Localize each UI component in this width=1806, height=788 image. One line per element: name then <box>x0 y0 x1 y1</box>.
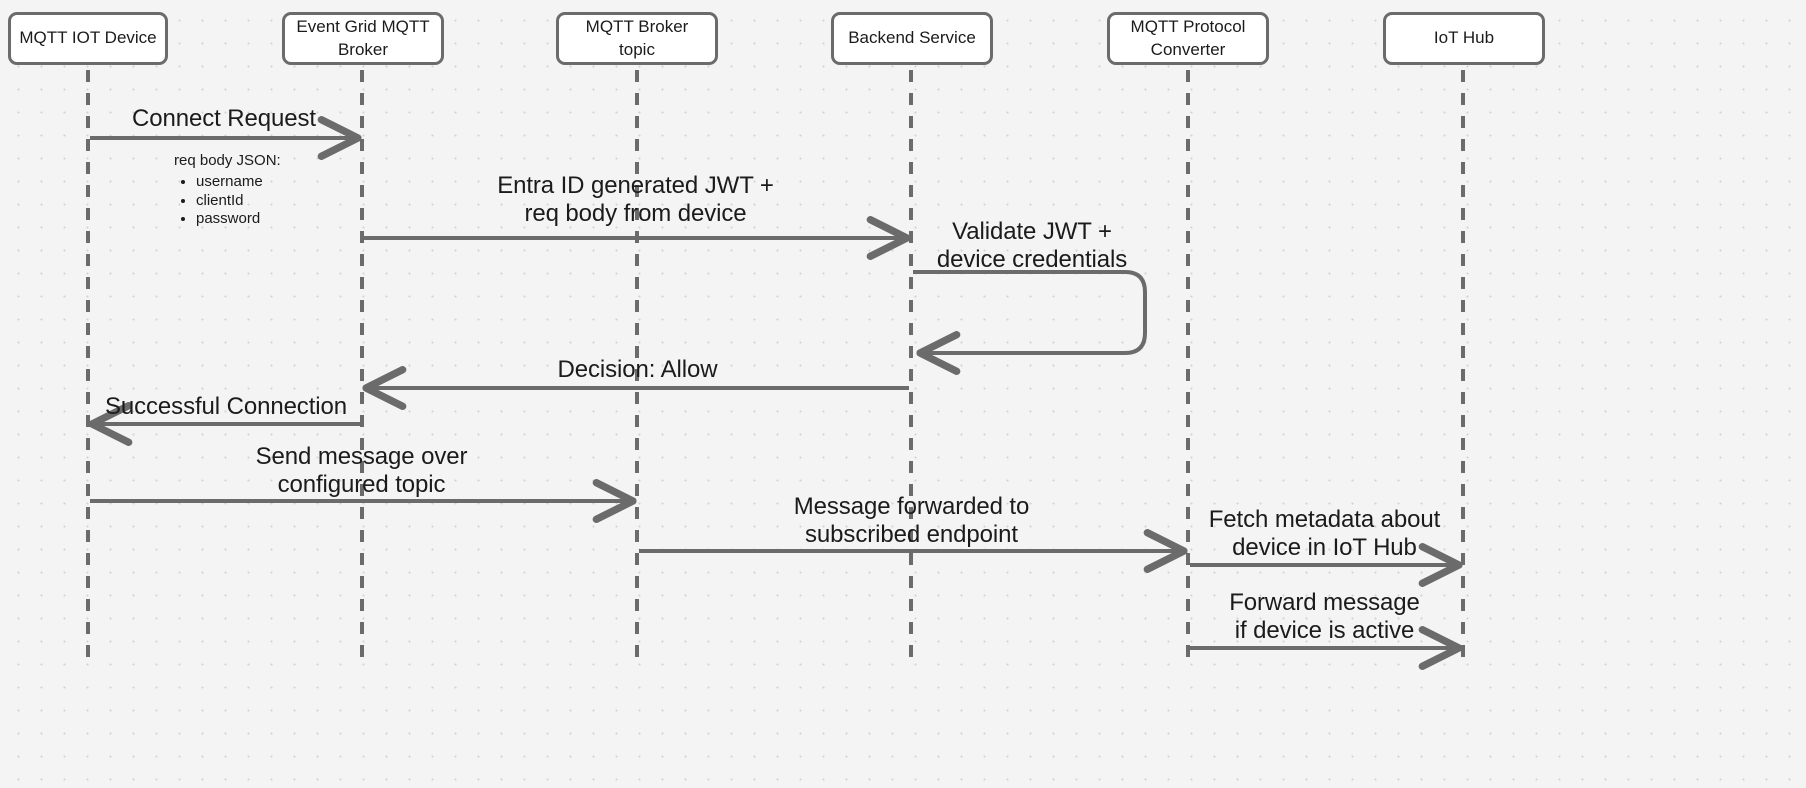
note-req-body-json: req body JSON: username clientId passwor… <box>174 152 281 229</box>
note-list-item: password <box>196 210 281 229</box>
actor-box-event-grid-mqtt-broker[interactable]: Event Grid MQTT Broker <box>282 12 444 65</box>
actor-label-mqtt-broker-topic: MQTT Broker topic <box>585 16 689 59</box>
message-label-decision-allow: Decision: Allow <box>557 356 718 383</box>
message-label-send-message-topic: Send message over configured topic <box>255 443 468 499</box>
message-label-forward-message: Forward message if device is active <box>1229 589 1420 645</box>
message-label-entra-id-jwt: Entra ID generated JWT + req body from d… <box>497 172 774 228</box>
actor-label-backend-service: Backend Service <box>848 28 976 48</box>
note-list-req-body-json: username clientId password <box>174 173 281 229</box>
note-list-item: clientId <box>196 192 281 211</box>
note-title-req-body-json: req body JSON: <box>174 152 281 169</box>
actor-box-backend-service[interactable]: Backend Service <box>831 12 993 65</box>
arrow-validate-jwt-selfloop <box>913 270 1147 375</box>
actor-box-mqtt-protocol-converter[interactable]: MQTT Protocol Converter <box>1107 12 1269 65</box>
actor-label-mqtt-iot-device: MQTT IOT Device <box>19 28 157 48</box>
actor-label-iot-hub: IoT Hub <box>1433 28 1495 48</box>
actor-box-mqtt-iot-device[interactable]: MQTT IOT Device <box>8 12 168 65</box>
message-label-fetch-metadata: Fetch metadata about device in IoT Hub <box>1208 506 1441 562</box>
message-label-successful-connection: Successful Connection <box>104 393 348 420</box>
message-label-validate-jwt: Validate JWT + device credentials <box>936 218 1128 274</box>
actor-box-iot-hub[interactable]: IoT Hub <box>1383 12 1545 65</box>
message-label-connect-request: Connect Request <box>132 105 316 132</box>
message-label-message-forwarded: Message forwarded to subscribed endpoint <box>793 493 1030 549</box>
actor-label-event-grid-mqtt-broker: Event Grid MQTT Broker <box>296 16 430 59</box>
actor-box-mqtt-broker-topic[interactable]: MQTT Broker topic <box>556 12 718 65</box>
actor-label-mqtt-protocol-converter: MQTT Protocol Converter <box>1130 16 1246 59</box>
note-list-item: username <box>196 173 281 192</box>
